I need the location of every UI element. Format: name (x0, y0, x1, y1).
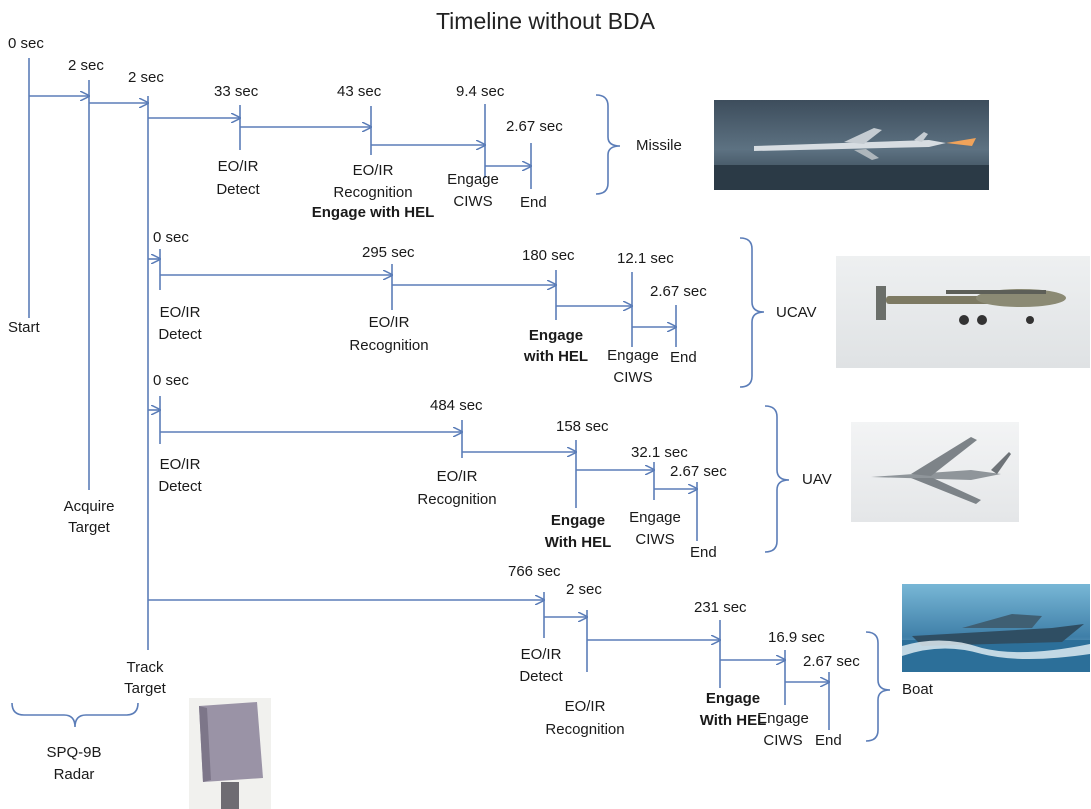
radar-photo (189, 698, 271, 809)
v-detect-1: EO/IR (159, 456, 201, 473)
t0-label: 0 sec (8, 35, 44, 52)
diagram-title: Timeline without BDA (435, 8, 655, 34)
uav-bracket (764, 405, 790, 553)
acquire-label-1: Acquire (63, 498, 115, 515)
u-end: End (670, 349, 697, 366)
b-recog-2: Recognition (545, 721, 625, 738)
u-ciws-1: Engage (607, 347, 659, 364)
m-time-4: 2.67 sec (506, 118, 563, 135)
b-time-2: 231 sec (694, 599, 747, 616)
v-recog-2: Recognition (417, 491, 497, 508)
m-end: End (520, 194, 547, 211)
m-ciws-2: CIWS (453, 193, 493, 210)
m-hel: Engage with HEL (311, 204, 435, 221)
track-label-2: Target (124, 680, 166, 697)
b-end: End (815, 732, 842, 749)
b-detect-1: EO/IR (520, 646, 562, 663)
v-ciws-2: CIWS (635, 531, 675, 548)
ucav-photo (836, 256, 1090, 368)
ucav-name: UCAV (776, 304, 817, 321)
ucav-bracket (739, 237, 765, 388)
u-time-0: 0 sec (153, 229, 189, 246)
v-ciws-1: Engage (629, 509, 681, 526)
b-hel-1: Engage (705, 690, 761, 707)
u-recog-2: Recognition (349, 337, 429, 354)
b-hel-2: With HEL (699, 712, 767, 729)
b-ciws-2: CIWS (763, 732, 803, 749)
uav-photo (851, 422, 1019, 522)
u-hel-1: Engage (528, 327, 584, 344)
u-recog-1: EO/IR (368, 314, 410, 331)
u-detect-2: Detect (158, 326, 202, 343)
start-label: Start (8, 319, 40, 336)
b-recog-1: EO/IR (564, 698, 606, 715)
m-recog-1: EO/IR (352, 162, 394, 179)
acquire-label-2: Target (68, 519, 110, 536)
v-time-2: 158 sec (556, 418, 609, 435)
track-label-1: Track (126, 659, 164, 676)
t1-label: 2 sec (68, 57, 104, 74)
radar-bracket (11, 702, 139, 728)
m-time-3: 9.4 sec (456, 83, 505, 100)
u-hel-2: with HEL (523, 348, 589, 365)
u-detect-1: EO/IR (159, 304, 201, 321)
b-ciws-1: Engage (757, 710, 809, 727)
v-time-4: 2.67 sec (670, 463, 727, 480)
boat-name: Boat (902, 681, 933, 698)
missile-photo (714, 100, 989, 190)
m-time-2: 43 sec (337, 83, 382, 100)
boat-photo (902, 584, 1090, 672)
t2-label: 2 sec (128, 69, 164, 86)
u-time-1: 295 sec (362, 244, 415, 261)
u-time-4: 2.67 sec (650, 283, 707, 300)
b-time-0: 766 sec (508, 563, 561, 580)
b-detect-2: Detect (519, 668, 563, 685)
v-hel-1: Engage (550, 512, 606, 529)
m-time-1: 33 sec (214, 83, 259, 100)
radar-label-2: Radar (53, 766, 95, 783)
missile-bracket (595, 94, 621, 195)
b-time-1: 2 sec (566, 581, 602, 598)
b-time-3: 16.9 sec (768, 629, 825, 646)
u-time-2: 180 sec (522, 247, 575, 264)
v-end: End (690, 544, 717, 561)
v-time-0: 0 sec (153, 372, 189, 389)
m-ciws-1: Engage (447, 171, 499, 188)
u-ciws-2: CIWS (613, 369, 653, 386)
v-recog-1: EO/IR (436, 468, 478, 485)
v-time-1: 484 sec (430, 397, 483, 414)
boat-bracket (865, 631, 891, 742)
v-time-3: 32.1 sec (631, 444, 688, 461)
v-detect-2: Detect (158, 478, 202, 495)
u-time-3: 12.1 sec (617, 250, 674, 267)
missile-name: Missile (636, 137, 682, 154)
v-hel-2: With HEL (544, 534, 612, 551)
b-time-4: 2.67 sec (803, 653, 860, 670)
m-detect-1: EO/IR (217, 158, 259, 175)
radar-label-1: SPQ-9B (46, 744, 102, 761)
uav-name: UAV (802, 471, 832, 488)
m-detect-2: Detect (216, 181, 260, 198)
m-recog-2: Recognition (333, 184, 413, 201)
